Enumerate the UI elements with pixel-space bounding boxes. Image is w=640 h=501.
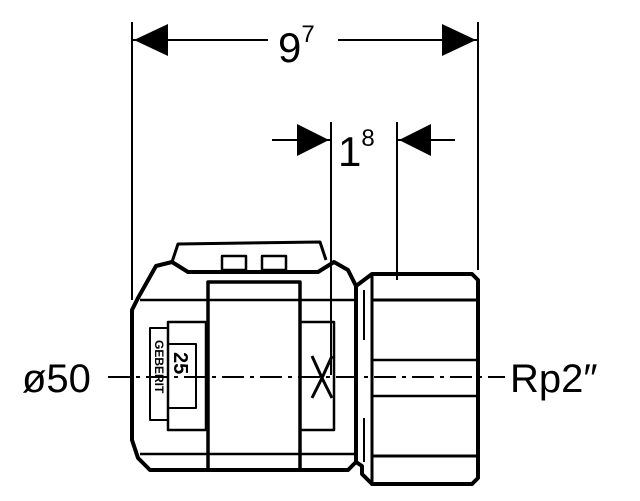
overall-dimension-sup: 7	[301, 21, 314, 48]
arrow-right-icon	[442, 24, 476, 56]
size-marking: 25	[169, 352, 191, 374]
svg-text:18: 18	[338, 125, 375, 175]
arrow-nut-left-icon	[297, 124, 329, 156]
arrow-left-icon	[134, 24, 168, 56]
arrow-nut-right-icon	[399, 124, 431, 156]
nut-dimension-sup: 8	[361, 125, 374, 152]
thread-size-label: Rp2″	[510, 357, 598, 401]
svg-text:97: 97	[278, 21, 315, 71]
brand-marking: GEBERIT	[152, 340, 166, 394]
nut-dimension-value: 1	[338, 128, 361, 175]
overall-dimension-value: 9	[278, 24, 301, 71]
pipe-diameter-label: ø50	[22, 357, 91, 401]
nut-dimension: 18	[272, 122, 455, 375]
fitting-body	[130, 240, 480, 486]
overall-dimension: 97	[131, 21, 479, 300]
